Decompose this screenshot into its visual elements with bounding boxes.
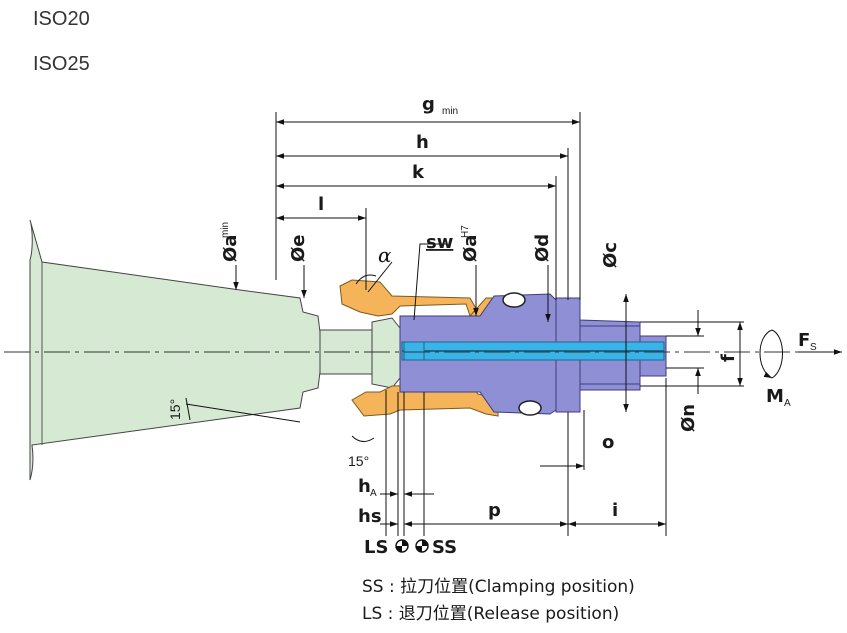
svg-text:H7: H7 — [460, 225, 471, 238]
dim-ha-subscript: A — [370, 488, 377, 499]
dim-h-label: h — [416, 132, 429, 153]
dia-c-label: Øc — [600, 242, 621, 268]
dia-d-label: Ød — [532, 234, 553, 262]
tool-holder-taper — [29, 219, 401, 481]
dim-l-label: l — [318, 194, 324, 215]
dim-i-label: i — [612, 500, 618, 521]
torque-ma-subscript: A — [784, 398, 791, 409]
pos-ss-label: SS — [432, 537, 457, 558]
legend-ls: LS : 退刀位置(Release position) — [362, 604, 620, 624]
dia-amin-label: Øa min — [220, 222, 241, 262]
ls-position-symbol — [395, 539, 409, 553]
pos-ls-label: LS — [364, 537, 388, 558]
sw-label: sw — [426, 232, 453, 253]
coolant-channel — [401, 341, 665, 361]
force-fs-subscript: S — [810, 342, 817, 353]
svg-text:Øa: Øa — [460, 235, 481, 262]
dim-o-label: o — [602, 432, 614, 453]
dia-e-label: Øe — [288, 234, 309, 262]
series-label-iso20: ISO20 — [33, 8, 90, 30]
svg-text:Øa: Øa — [220, 235, 241, 262]
ss-position-symbol — [415, 539, 429, 553]
dim-g-subscript: min — [442, 106, 458, 117]
angle-alpha-label: α — [378, 243, 392, 267]
dim-f-label: f — [718, 354, 739, 362]
angle-15-bottom-label: 15° — [348, 453, 369, 469]
dim-hs-label: hs — [358, 506, 382, 527]
angle-15-left-label: 15° — [167, 399, 183, 420]
legend-ss: SS : 拉刀位置(Clamping position) — [362, 577, 635, 597]
dimension-lines — [185, 112, 842, 536]
torque-ma-label: M — [766, 386, 784, 407]
svg-text:min: min — [220, 222, 231, 238]
dia-n-label: Øn — [678, 404, 699, 432]
dim-p-label: p — [488, 500, 501, 521]
series-label-iso25: ISO25 — [33, 53, 90, 75]
dim-k-label: k — [412, 162, 425, 183]
dim-ha-label: h — [358, 476, 371, 497]
dia-ah7-label: Øa H7 — [460, 225, 481, 262]
dim-g-label: g — [422, 94, 435, 115]
force-fs-label: F — [798, 330, 810, 351]
